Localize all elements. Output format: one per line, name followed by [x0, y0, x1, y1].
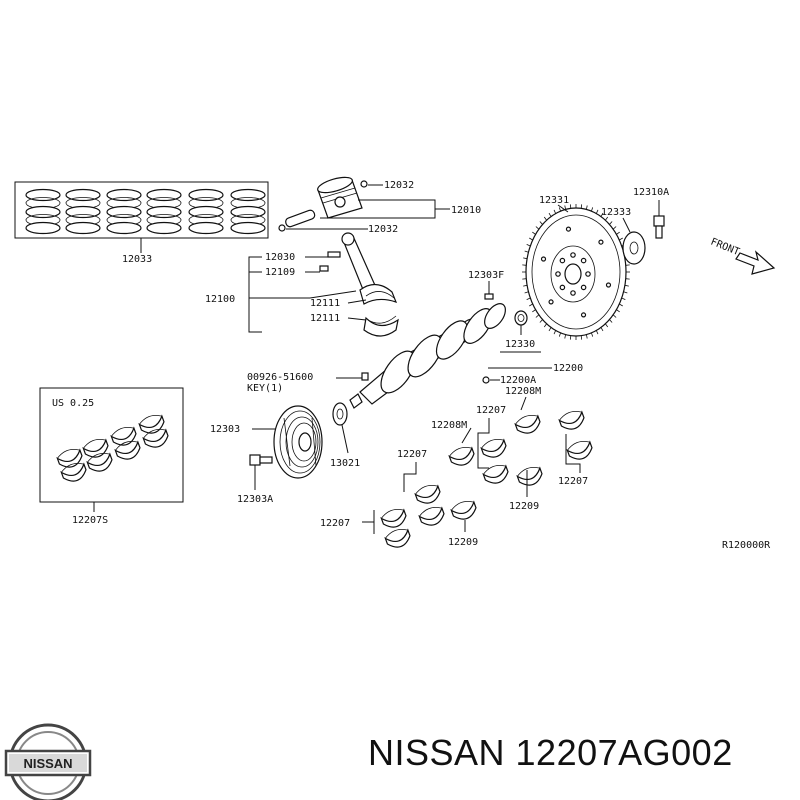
- undersize-bearing-shell: [142, 428, 169, 448]
- main-bearing-shell: [384, 528, 411, 548]
- label-main-bearing-c: 12207: [397, 449, 427, 460]
- pilot-bushing: [484, 293, 494, 300]
- rod-nut: [327, 251, 341, 258]
- part-number-caption: NISSAN 12207AG002: [368, 732, 733, 773]
- main-bearing-shell: [418, 506, 445, 526]
- label-thrust-upper-b: 12208M: [505, 386, 541, 397]
- thrust-washer: [516, 466, 543, 486]
- label-rod-bearing-b: 12111: [310, 313, 340, 324]
- undersize-bearing-set: US 0.25: [39, 387, 184, 503]
- label-crankshaft: 12200: [553, 363, 583, 374]
- main-bearing-shell: [414, 484, 441, 504]
- label-key-text: KEY(1): [247, 383, 283, 394]
- undersize-bearing-shell: [86, 452, 113, 472]
- nissan-logo: NISSAN: [4, 723, 92, 800]
- crank-plug: [482, 376, 490, 384]
- connecting-rod: [319, 232, 399, 337]
- main-bearing-shell: [566, 440, 593, 460]
- rod-bearing-upper: [365, 291, 395, 299]
- undersize-bearing-shell: [110, 426, 137, 446]
- ring-stack: [106, 188, 142, 235]
- label-thrust-washer-b: 12209: [448, 537, 478, 548]
- label-front: FRONT: [709, 237, 741, 258]
- label-diagram-code: R120000R: [722, 540, 771, 551]
- undersize-bearing-shell: [82, 438, 109, 458]
- crank-key: [361, 372, 369, 381]
- label-rod-nut: 12030: [265, 252, 295, 263]
- thrust-washer: [450, 500, 477, 520]
- label-flywheel-plate: 12333: [601, 207, 631, 218]
- flywheel-bolt: [653, 215, 665, 239]
- nissan-logo-text: NISSAN: [23, 756, 72, 771]
- label-rear-seal: 12330: [505, 339, 535, 350]
- label-rod-bolt: 12109: [265, 267, 295, 278]
- ring-stack: [230, 188, 266, 235]
- piston: [278, 176, 368, 232]
- main-bearing-shell: [480, 438, 507, 458]
- label-key-part: 00926-51600: [247, 372, 313, 383]
- label-pin-clip-top: 12032: [384, 180, 414, 191]
- flywheel-plate: [622, 231, 646, 265]
- label-pilot-bushing: 12303F: [468, 270, 504, 281]
- label-thrust-washer-a: 12209: [509, 501, 539, 512]
- ring-stack: [188, 188, 224, 235]
- label-main-bearing-b: 12207: [558, 476, 588, 487]
- label-ring-set: 12033: [122, 254, 152, 265]
- label-front-seal: 13021: [330, 458, 360, 469]
- label-pin-clip-bottom: 12032: [368, 224, 398, 235]
- pulley-bolt: [249, 454, 273, 466]
- label-main-bearing-d: 12207: [320, 518, 350, 529]
- ring-stack: [146, 188, 182, 235]
- main-bearing-shell: [482, 464, 509, 484]
- rod-bearing-lower: [367, 315, 397, 324]
- main-bearings: [380, 410, 593, 548]
- crankshaft: [349, 293, 506, 409]
- undersize-bearing-shell: [60, 462, 87, 482]
- rear-oil-seal: [514, 310, 528, 326]
- rod-bolt: [319, 265, 329, 272]
- label-undersize-set: 12207S: [72, 515, 108, 526]
- main-bearing-shell: [380, 508, 407, 528]
- label-thrust-upper-a: 12208M: [431, 420, 467, 431]
- front-oil-seal: [332, 402, 348, 426]
- undersize-bearing-shell: [114, 440, 141, 460]
- pin-clip-bottom: [278, 224, 286, 232]
- ring-stack: [25, 188, 61, 235]
- label-flywheel: 12331: [539, 195, 569, 206]
- label-rod-assy: 12100: [205, 294, 235, 305]
- thrust-bearing-upper: [514, 414, 541, 434]
- main-bearing-shell: [558, 410, 585, 430]
- ring-stack: [65, 188, 101, 235]
- undersize-bearing-shell: [138, 414, 165, 434]
- label-flywheel-bolt: 12310A: [633, 187, 669, 198]
- label-crank-plug: 12200A: [500, 375, 536, 386]
- label-main-bearing-a: 12207: [476, 405, 506, 416]
- crank-pulley: [273, 405, 323, 479]
- label-pulley-bolt: 12303A: [237, 494, 273, 505]
- label-pulley: 12303: [210, 424, 240, 435]
- piston-pin: [285, 209, 316, 228]
- front-arrow: FRONT: [709, 237, 776, 275]
- label-rod-bearing-a: 12111: [310, 298, 340, 309]
- label-undersize: US 0.25: [52, 398, 94, 409]
- thrust-bearing-upper: [448, 446, 475, 466]
- label-piston: 12010: [451, 205, 481, 216]
- flywheel: [522, 204, 630, 340]
- pin-clip-top: [360, 180, 368, 188]
- piston-ring-set: [14, 181, 269, 239]
- undersize-bearing-shell: [56, 448, 83, 468]
